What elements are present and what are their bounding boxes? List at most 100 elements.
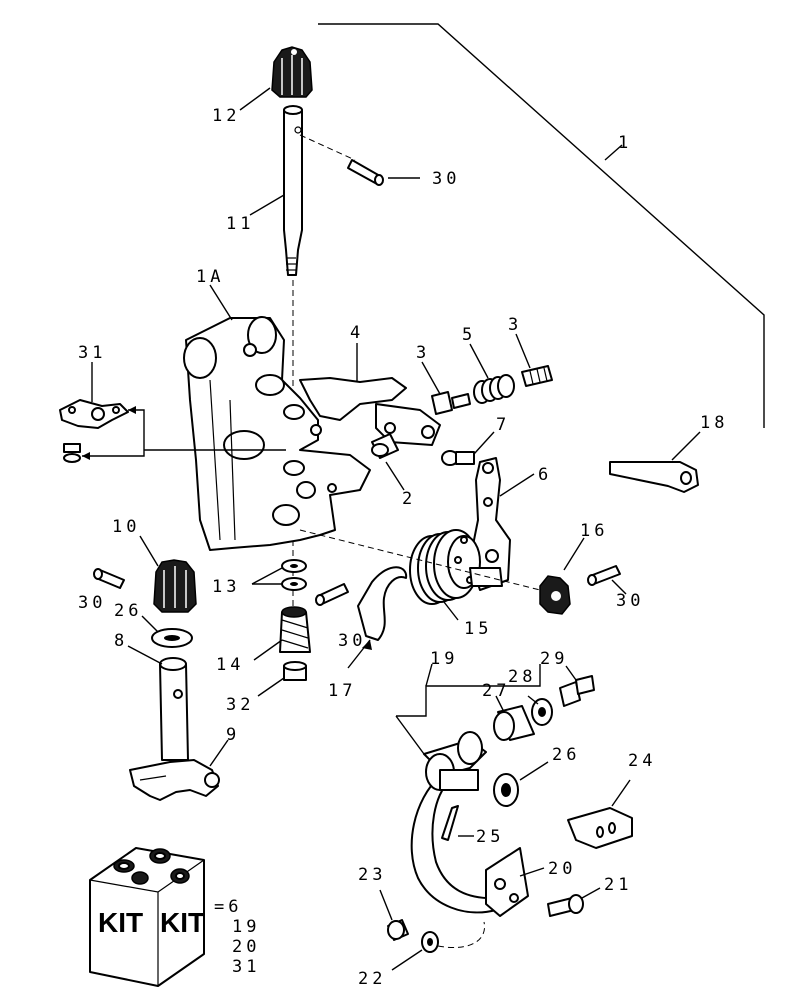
bushing-27	[493, 705, 535, 741]
callout-3-left: 3	[416, 343, 430, 363]
callout-30-top: 30	[432, 169, 460, 189]
leader-12	[239, 87, 271, 111]
callout-32: 32	[226, 695, 254, 715]
shaft-11	[283, 105, 303, 276]
callout-6: 6	[538, 465, 552, 485]
leader-14	[253, 639, 283, 661]
callout-12: 12	[212, 106, 240, 126]
bracket-1a	[183, 316, 371, 551]
screw-3-left	[431, 391, 471, 415]
callout-26-left: 26	[114, 601, 142, 621]
pin-7	[441, 450, 475, 466]
callout-23: 23	[358, 865, 386, 885]
cotter-pin-25	[441, 805, 459, 841]
callout-3-right: 3	[508, 315, 522, 335]
gear-top-12	[271, 46, 313, 98]
leader-28	[527, 695, 539, 705]
worm-gear-14	[279, 606, 311, 653]
spring-5	[473, 374, 515, 404]
kit-note-line1: =6	[214, 897, 242, 917]
leader-26-right	[519, 761, 549, 781]
leader-8	[127, 645, 163, 665]
leader-27	[495, 695, 505, 713]
gear-10	[153, 559, 197, 613]
callout-28: 28	[508, 667, 536, 687]
callout-7: 7	[496, 415, 510, 435]
leader-19	[395, 715, 425, 755]
callout-30-left: 30	[78, 593, 106, 613]
leader-13a	[251, 567, 283, 585]
gear-16	[539, 575, 571, 615]
pin-2	[371, 433, 399, 459]
bracket-19-tick	[425, 663, 433, 687]
callout-15: 15	[464, 619, 492, 639]
callout-13: 13	[212, 577, 240, 597]
callout-31: 31	[78, 343, 106, 363]
callout-30-center: 30	[338, 631, 366, 651]
leader-22	[391, 949, 423, 971]
callout-19: 19	[430, 649, 458, 669]
lever-4	[299, 377, 441, 446]
pin-30-center	[315, 583, 349, 606]
pin-axis-top	[299, 134, 356, 161]
cam-15	[409, 529, 503, 605]
callout-16: 16	[580, 521, 608, 541]
nut-23	[387, 919, 409, 941]
leader-5	[469, 343, 489, 379]
kit-note-line3: 20	[232, 937, 260, 957]
washer-22	[421, 931, 439, 953]
leader-18	[671, 431, 701, 461]
kit-label-right: KIT	[160, 907, 205, 938]
assembly-bracket-line	[318, 23, 765, 428]
callout-10: 10	[112, 517, 140, 537]
washer-26-right	[493, 773, 519, 807]
callout-4: 4	[350, 323, 364, 343]
callout-20: 20	[548, 859, 576, 879]
leader-15	[443, 601, 459, 621]
leader-26-left	[141, 615, 159, 633]
leader-29	[565, 665, 577, 681]
nut-32	[283, 661, 307, 681]
pin-30-left	[93, 568, 125, 589]
screw-31	[63, 443, 81, 463]
callout-29: 29	[540, 649, 568, 669]
leader-24	[611, 779, 631, 807]
plate-31	[59, 399, 129, 429]
kit-label-left: KIT	[98, 907, 143, 938]
kit-note-line2: 19	[232, 917, 260, 937]
kit-note-line4: 31	[232, 957, 260, 977]
leader-6	[499, 473, 535, 497]
leader-2	[385, 461, 405, 491]
leader-7	[473, 431, 495, 455]
pin-30-right	[587, 565, 621, 586]
leader-1	[604, 144, 623, 161]
leader-30-right	[611, 579, 627, 595]
callout-14: 14	[216, 655, 244, 675]
callout-30-right: 30	[616, 591, 644, 611]
washer-28	[531, 698, 553, 726]
leader-9	[209, 739, 229, 767]
washers-13	[281, 559, 307, 591]
callout-17: 17	[328, 681, 356, 701]
kit-box-illustration: KIT KIT	[89, 847, 205, 987]
callout-1a: 1A	[196, 267, 224, 287]
callout-18: 18	[700, 413, 728, 433]
screw-3-right	[521, 365, 553, 387]
bolt-21	[547, 894, 584, 917]
washer-26-left	[151, 628, 193, 648]
callout-25: 25	[476, 827, 504, 847]
leader-21	[581, 887, 601, 899]
callout-27: 27	[482, 681, 510, 701]
pin-30-top	[347, 159, 384, 186]
leader-23	[379, 889, 393, 921]
fork-9	[129, 759, 220, 801]
leader-11	[249, 194, 285, 216]
callout-9: 9	[226, 725, 240, 745]
cam-axis	[299, 529, 541, 591]
bolt-29	[559, 675, 595, 707]
plate-24	[567, 807, 633, 849]
callout-11: 11	[226, 214, 254, 234]
leader-32	[257, 677, 285, 697]
kit-box-contents	[113, 848, 190, 885]
